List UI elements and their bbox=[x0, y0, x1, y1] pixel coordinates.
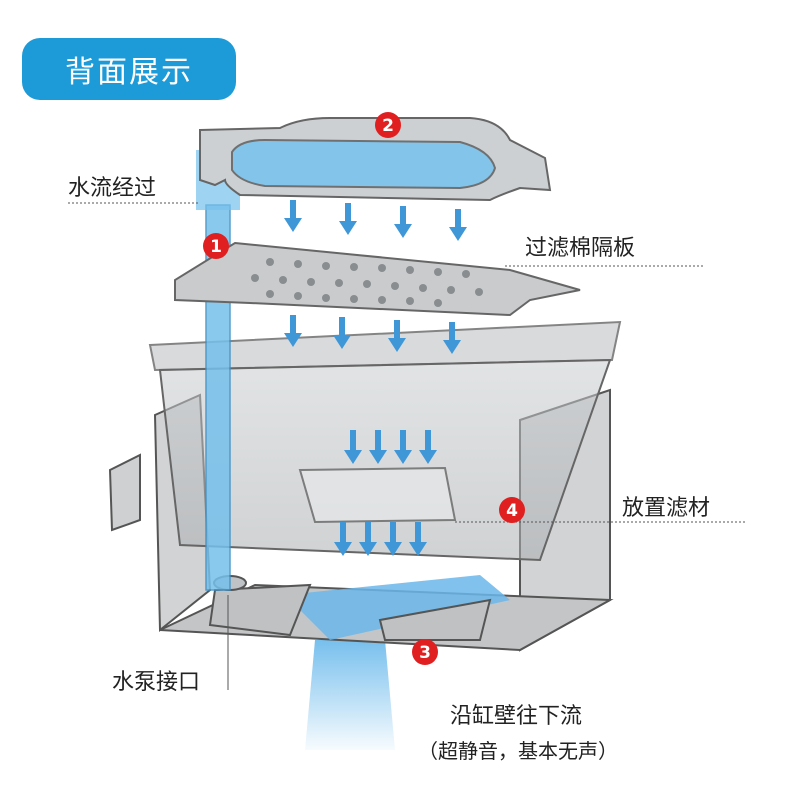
leader-lines bbox=[68, 202, 745, 690]
svg-text:1: 1 bbox=[210, 237, 222, 257]
marker-1: 1 bbox=[203, 233, 229, 259]
label-filter-plate: 过滤棉隔板 bbox=[525, 236, 636, 261]
marker-4: 4 bbox=[499, 497, 525, 523]
label-filter-material: 放置滤材 bbox=[622, 496, 711, 521]
label-quiet-note: （超静音，基本无声） bbox=[418, 739, 618, 763]
waterfall-flow bbox=[305, 640, 395, 750]
top-lid bbox=[199, 117, 552, 202]
svg-text:4: 4 bbox=[506, 501, 518, 521]
label-pump-port: 水泵接口 bbox=[112, 670, 201, 695]
inner-tank bbox=[148, 320, 622, 562]
svg-text:2: 2 bbox=[382, 116, 394, 136]
plate-holes bbox=[251, 258, 483, 307]
label-water-flow: 水流经过 bbox=[68, 176, 157, 201]
svg-text:3: 3 bbox=[419, 643, 431, 663]
flow-arrows bbox=[284, 200, 467, 556]
floor-water bbox=[285, 575, 510, 640]
filter-plate bbox=[174, 241, 581, 317]
marker-3: 3 bbox=[412, 639, 438, 665]
label-flow-down: 沿缸壁往下流 bbox=[450, 704, 583, 729]
marker-2: 2 bbox=[375, 112, 401, 138]
section-title-badge: 背面展示 bbox=[22, 38, 236, 100]
